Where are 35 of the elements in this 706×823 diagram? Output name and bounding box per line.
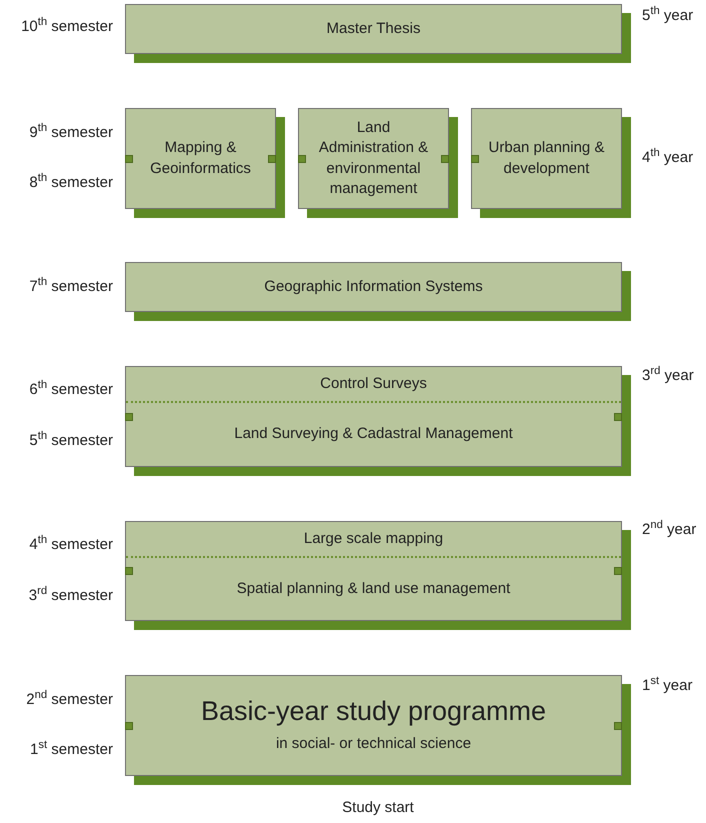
year-label: 1$^{st}$ year xyxy=(642,674,692,696)
semester-label: 9$^{th}$ semester xyxy=(29,122,113,143)
programme-subtitle: in social- or technical science xyxy=(276,734,472,754)
course-box xyxy=(298,108,449,209)
semester-label: 2$^{nd}$ semester xyxy=(26,688,113,710)
module-title: Control Surveys xyxy=(320,374,427,394)
module-title: Urban planning & development xyxy=(488,138,606,178)
semester-label: 5$^{th}$ semester xyxy=(29,430,113,451)
year-label: 3$^{rd}$ year xyxy=(642,364,694,386)
module-title: Land Administration & environmental management xyxy=(318,118,430,199)
module-title: Land Surveying & Cadastral Management xyxy=(234,424,513,444)
start-label: Study start xyxy=(342,798,414,818)
semester-label: 4$^{th}$ semester xyxy=(29,534,113,555)
semester-label: 7$^{th}$ semester xyxy=(29,276,113,297)
course-box xyxy=(125,262,622,312)
module-title: Mapping & Geoinformatics xyxy=(149,138,252,178)
module-title: Large scale mapping xyxy=(304,528,444,549)
programme-title: Basic-year study programme xyxy=(200,695,546,728)
course-box xyxy=(125,108,276,209)
course-box xyxy=(125,675,622,776)
module-title: Master Thesis xyxy=(326,18,420,39)
semester-label: 1$^{st}$ semester xyxy=(30,738,113,760)
course-box xyxy=(471,108,622,209)
course-box xyxy=(125,521,622,621)
semester-label: 10$^{th}$ semester xyxy=(21,16,113,37)
module-title: Geographic Information Systems xyxy=(264,276,483,297)
semester-label: 8$^{th}$ semester xyxy=(29,172,113,193)
course-box xyxy=(125,4,622,54)
semester-label: 6$^{th}$ semester xyxy=(29,378,113,400)
year-label: 2$^{nd}$ year xyxy=(642,518,696,540)
module-title: Spatial planning & land use management xyxy=(236,578,510,599)
course-box xyxy=(125,366,622,467)
semester-label: 3$^{rd}$ semester xyxy=(28,584,113,606)
year-label: 5$^{th}$ year xyxy=(642,4,694,26)
year-label: 4$^{th}$ year xyxy=(642,146,694,168)
